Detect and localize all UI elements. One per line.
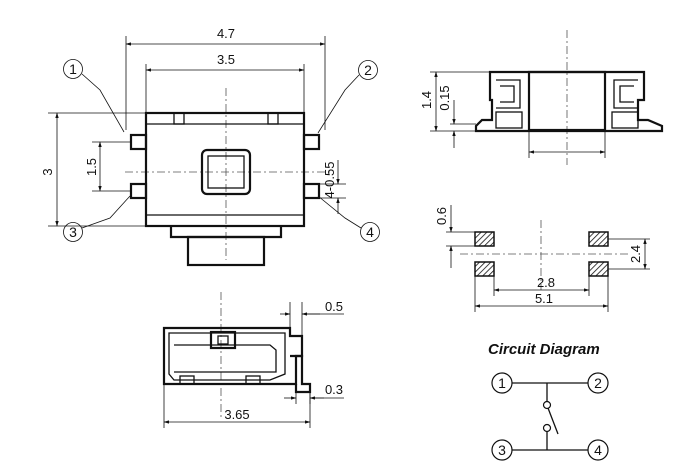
pin-4-pad <box>302 182 321 200</box>
dim-bottom: 0.3 <box>325 382 343 397</box>
dim-width: 3.65 <box>224 407 249 422</box>
actuator <box>200 148 252 196</box>
circuit-node-4: 4 <box>594 442 602 458</box>
dim-overall-height: 3 <box>40 168 55 175</box>
side-view: 1.4 0.15 <box>419 30 664 165</box>
top-view: 4.7 3.5 3 1.5 4-0.55 1 2 <box>40 26 380 267</box>
pin-1-pad <box>129 133 148 151</box>
pin-2-pad <box>302 133 321 151</box>
dim-top: 0.5 <box>325 299 343 314</box>
pad-2 <box>588 231 609 247</box>
front-view: 0.5 0.3 3.65 <box>162 292 344 428</box>
dim-pin-width-prefix: 4- <box>322 187 337 199</box>
switch-contact-top <box>542 400 552 410</box>
dim-pitch-y: 2.4 <box>628 245 643 263</box>
dim-height: 1.4 <box>419 91 434 109</box>
svg-text:1: 1 <box>69 61 77 77</box>
dim-overall-width: 4.7 <box>217 26 235 41</box>
pad-1 <box>474 231 495 247</box>
actuator-side <box>527 70 607 132</box>
pin-callout-4: 4 <box>317 195 380 242</box>
svg-text:4-0.55: 4-0.55 <box>322 162 337 199</box>
dim-pad: 0.6 <box>434 207 449 225</box>
circuit-title: Circuit Diagram <box>488 341 600 358</box>
dim-body-width: 3.5 <box>217 52 235 67</box>
svg-text:4: 4 <box>366 224 374 240</box>
pin-3-pad <box>129 182 148 200</box>
switch-lever <box>547 407 559 435</box>
circuit-diagram: Circuit Diagram 1 2 3 4 <box>488 341 609 461</box>
circuit-node-2: 2 <box>594 375 602 391</box>
pin-callout-2: 2 <box>317 60 378 134</box>
svg-text:3: 3 <box>69 224 77 240</box>
bottom-protrusion <box>186 235 266 267</box>
circuit-node-1: 1 <box>498 375 506 391</box>
pad-4 <box>588 261 609 277</box>
svg-text:2: 2 <box>364 62 372 78</box>
dim-pin-width: 0.55 <box>322 162 337 187</box>
pad-3 <box>474 261 495 277</box>
dim-pin-pitch: 1.5 <box>84 158 99 176</box>
dim-standoff: 0.15 <box>437 85 452 110</box>
pin-callout-1: 1 <box>63 59 125 133</box>
dim-outer: 5.1 <box>535 291 553 306</box>
dim-inner: 2.8 <box>537 275 555 290</box>
front-actuator <box>209 330 237 350</box>
pad-layout: 0.6 2.4 2.8 5.1 <box>434 205 650 312</box>
circuit-node-3: 3 <box>498 442 506 458</box>
switch-body <box>144 111 306 228</box>
pin-callout-3: 3 <box>63 195 131 242</box>
switch-contact-bottom <box>542 423 552 433</box>
